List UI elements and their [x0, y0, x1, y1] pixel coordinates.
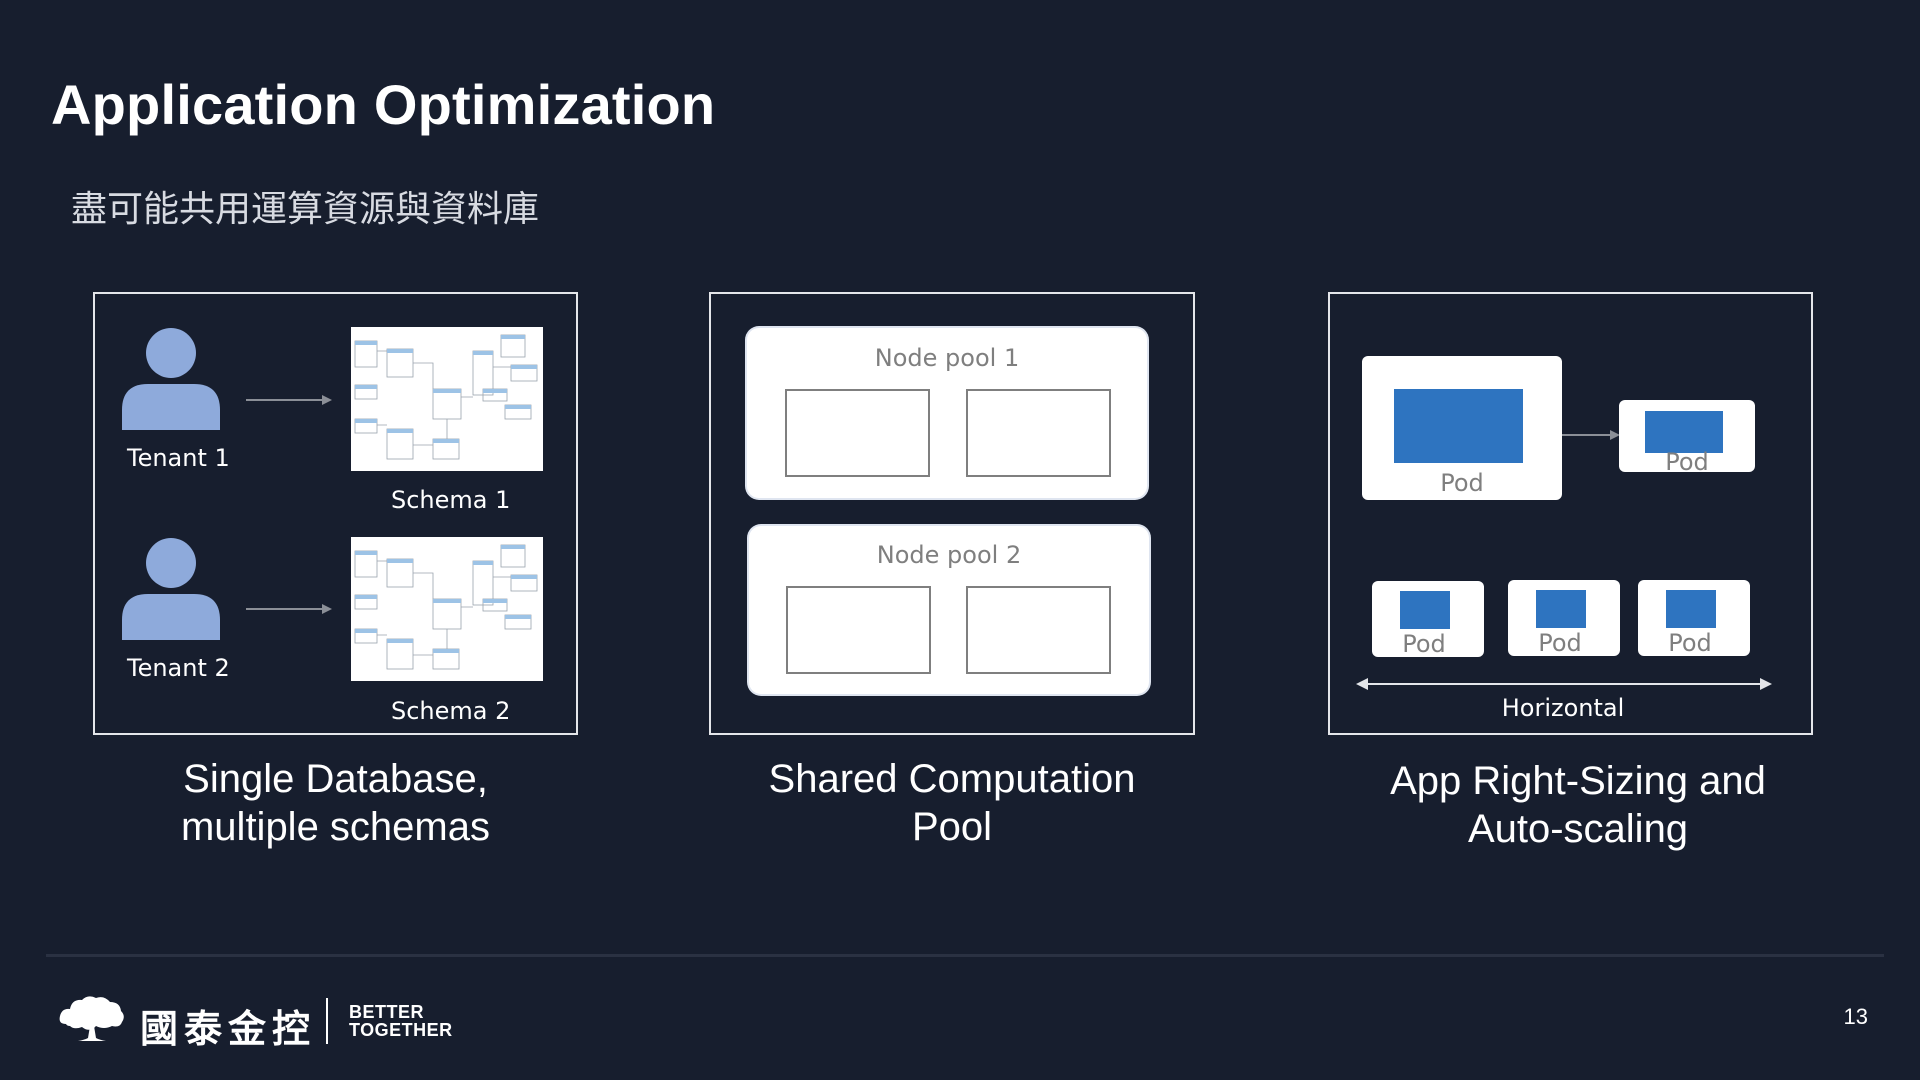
tenant-2-arrow — [246, 608, 324, 610]
pod-large-label: Pod — [1440, 469, 1484, 497]
tenant-1-label: Tenant 1 — [127, 444, 230, 472]
tenant-2-person-icon — [122, 538, 220, 640]
autoscaling-caption: App Right-Sizing and Auto-scaling — [1328, 757, 1828, 853]
tenant-1-person-icon — [122, 328, 220, 430]
pod-replica-2-fill — [1536, 590, 1586, 628]
autoscaling-caption-line-1: App Right-Sizing and — [1390, 759, 1766, 803]
compute-pool-caption: Shared Computation Pool — [709, 755, 1195, 851]
schema-1-label: Schema 1 — [391, 486, 511, 514]
tagline-line-1: BETTER — [349, 1002, 424, 1022]
tenant-1-arrow — [246, 399, 324, 401]
node-pool-2-node-2 — [966, 586, 1111, 674]
pod-replica-2-label: Pod — [1538, 629, 1582, 657]
cathay-tree-logo-icon — [59, 996, 124, 1041]
pod-small-label: Pod — [1665, 448, 1709, 476]
node-pool-1-label: Node pool 1 — [874, 344, 1020, 372]
tenant-2-label: Tenant 2 — [127, 654, 230, 682]
tagline: BETTER TOGETHER — [349, 1003, 453, 1039]
right-size-arrow — [1562, 434, 1612, 436]
database-caption-line-1: Single Database, — [183, 757, 488, 801]
compute-pool-panel — [709, 292, 1195, 735]
page-number: 13 — [1843, 1004, 1868, 1029]
pod-replica-1-label: Pod — [1402, 630, 1446, 658]
pod-small-fill — [1645, 411, 1723, 453]
logo-separator — [326, 998, 328, 1044]
pod-replica-1-fill — [1400, 591, 1450, 629]
pod-large-fill — [1394, 389, 1523, 463]
schema-2-label: Schema 2 — [391, 697, 511, 725]
autoscaling-panel — [1328, 292, 1813, 735]
schema-2-diagram — [351, 537, 543, 681]
autoscaling-caption-line-2: Auto-scaling — [1467, 807, 1689, 851]
horizontal-label: Horizontal — [1501, 694, 1625, 722]
pod-replica-3-fill — [1666, 590, 1716, 628]
database-panel — [93, 292, 578, 735]
compute-pool-caption-line-1: Shared Computation — [768, 757, 1136, 801]
page-title: Application Optimization — [51, 73, 716, 136]
node-pool-1-node-2 — [966, 389, 1111, 477]
horizontal-double-arrow — [1356, 678, 1772, 690]
footer-divider — [46, 954, 1884, 957]
page-subtitle: 盡可能共用運算資源與資料庫 — [71, 189, 540, 230]
tagline-line-2: TOGETHER — [349, 1020, 453, 1040]
database-caption-line-2: multiple schemas — [180, 805, 490, 849]
node-pool-2-label: Node pool 2 — [876, 541, 1022, 569]
right-size-arrow-head — [1610, 430, 1620, 440]
database-caption: Single Database, multiple schemas — [93, 755, 578, 851]
tenant-1-arrow-head — [322, 395, 332, 405]
tenant-2-arrow-head — [322, 604, 332, 614]
node-pool-2-node-1 — [786, 586, 931, 674]
compute-pool-caption-line-2: Pool — [911, 805, 993, 849]
pod-replica-3-label: Pod — [1668, 629, 1712, 657]
node-pool-1-node-1 — [785, 389, 930, 477]
company-name: 國泰金控 — [140, 1007, 317, 1051]
schema-1-diagram — [351, 327, 543, 471]
